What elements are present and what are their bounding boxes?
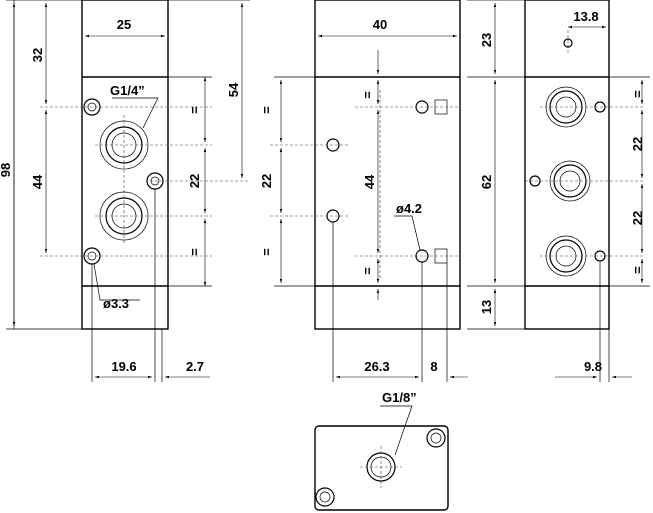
side-offset-a: 26.3 <box>364 359 389 374</box>
side-eq-inner-bottom: = <box>360 267 375 275</box>
bottom-body <box>314 425 449 511</box>
front-body <box>81 0 169 330</box>
side-eq-bottom: = <box>259 248 274 256</box>
side-width: 40 <box>373 17 387 32</box>
front-eq-top: = <box>187 106 202 114</box>
right-eq-bottom: = <box>630 266 645 274</box>
side-hole-dia: ø4.2 <box>396 201 422 216</box>
front-height-total: 98 <box>0 163 13 177</box>
right-width: 13.8 <box>573 9 598 24</box>
side-offset-b: 8 <box>430 359 437 374</box>
side-height-mid: 44 <box>362 174 377 189</box>
front-height-mid: 44 <box>30 174 45 189</box>
front-port-top: 54 <box>226 82 241 97</box>
right-mid: 62 <box>479 175 494 189</box>
side-view: 40 = 22 = = 44 = ø4.2 26.3 8 <box>259 0 468 382</box>
right-eq-top: = <box>630 90 645 98</box>
bottom-thread-label: G1/8” <box>382 390 417 405</box>
bottom-view: G1/8” <box>314 390 449 511</box>
front-height-top: 32 <box>30 48 45 62</box>
right-body <box>524 0 610 330</box>
front-offset-a: 19.6 <box>111 359 136 374</box>
side-eq-inner-top: = <box>360 91 375 99</box>
front-thread-label: G1/4” <box>110 83 145 98</box>
front-hole-dia: ø3.3 <box>103 296 129 311</box>
right-pitch-b: 22 <box>630 211 645 225</box>
right-pitch-a: 22 <box>630 137 645 151</box>
front-view: 98 32 44 25 = 22 = 54 G1/4” ø3.3 19.6 2.… <box>0 0 250 382</box>
front-width: 25 <box>117 17 131 32</box>
front-pitch: 22 <box>187 174 202 188</box>
right-top: 23 <box>479 33 494 47</box>
front-offset-b: 2.7 <box>186 359 204 374</box>
side-body <box>314 0 461 330</box>
right-bottom: 13 <box>479 300 494 314</box>
front-eq-bottom: = <box>187 248 202 256</box>
right-view: 13.8 23 62 13 = 22 22 = 9.8 <box>467 0 650 382</box>
right-offset: 9.8 <box>584 359 602 374</box>
side-pitch: 22 <box>259 174 274 188</box>
side-eq-top: = <box>259 106 274 114</box>
